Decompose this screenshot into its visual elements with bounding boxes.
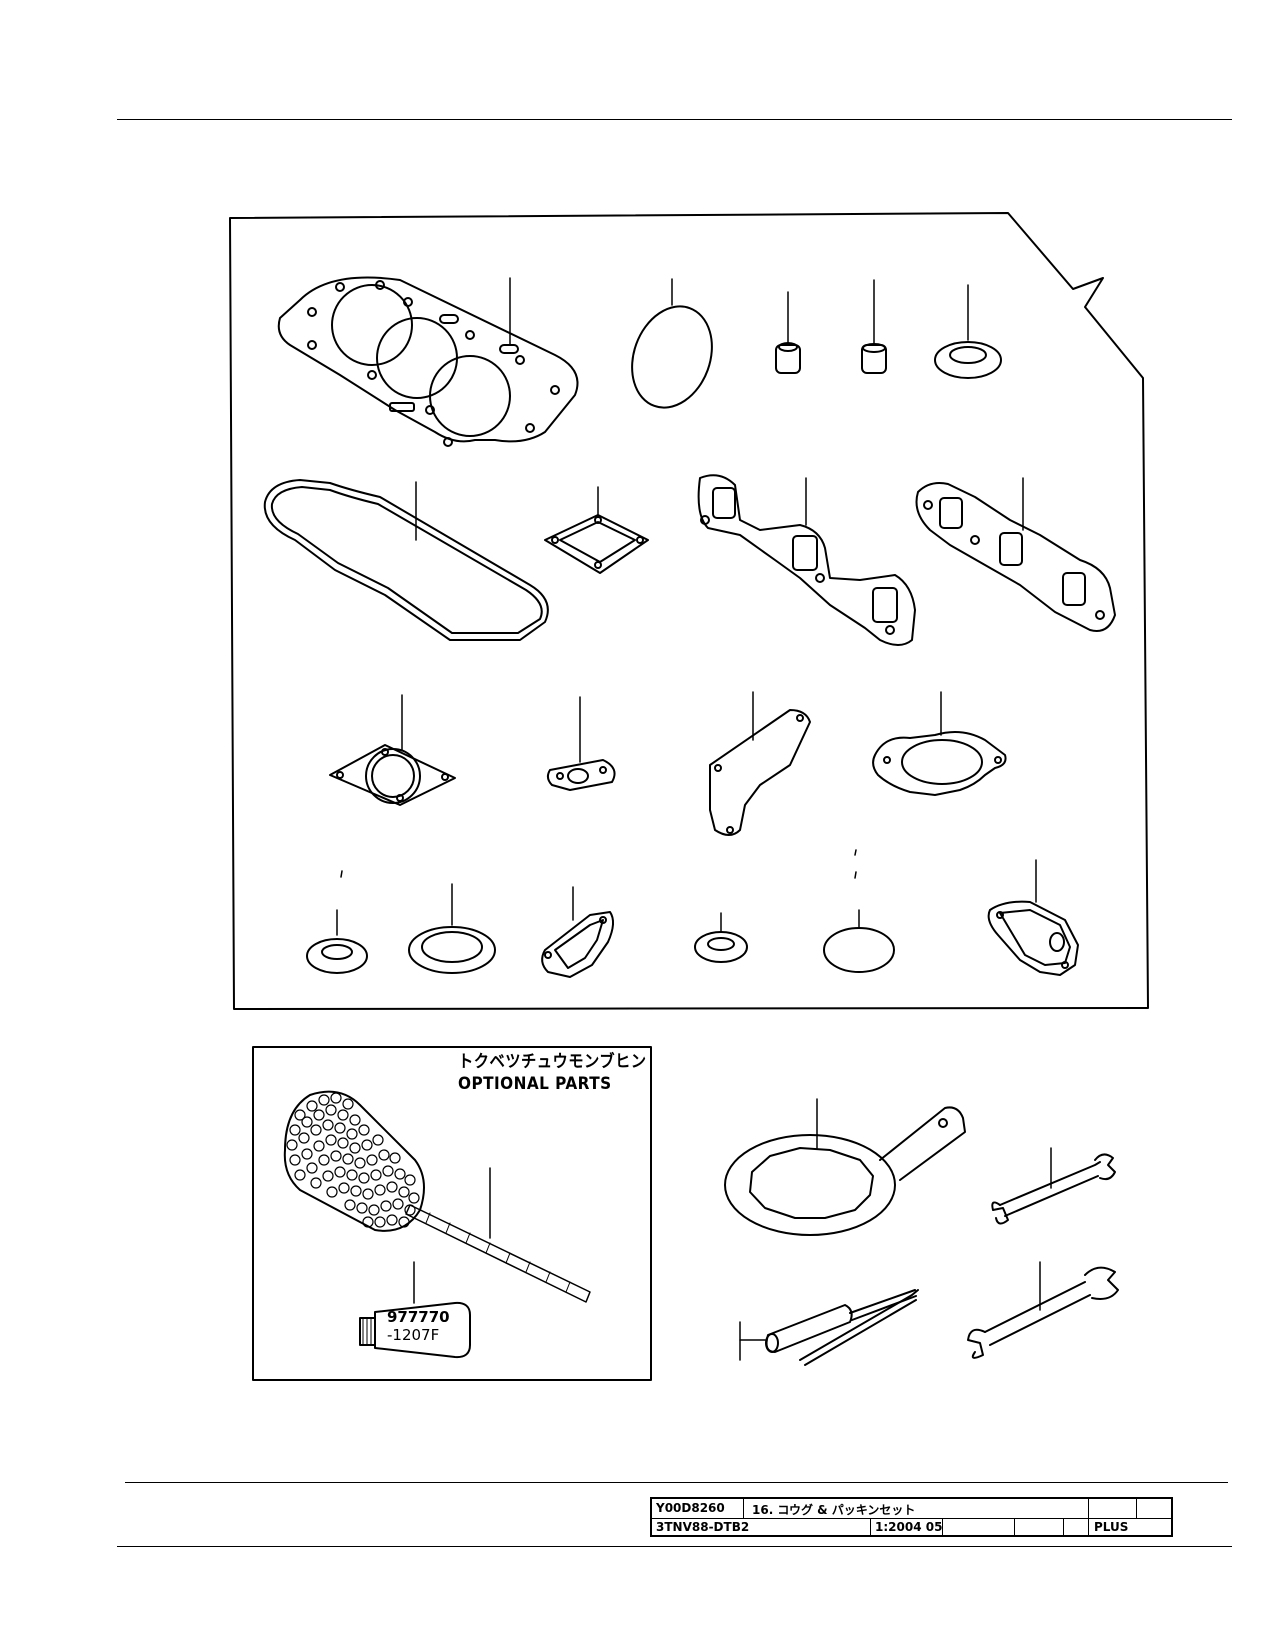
hone-brush xyxy=(283,1090,591,1303)
oil-pump-gasket xyxy=(546,696,616,791)
top-rule xyxy=(117,119,1232,120)
filter-wrench xyxy=(724,1098,966,1236)
bushing xyxy=(861,279,887,374)
washer-small-a xyxy=(306,870,368,974)
o-ring-large xyxy=(823,849,895,973)
issue-date: 1:2004 05 xyxy=(875,1520,943,1534)
exhaust-manifold-gasket xyxy=(915,477,1116,632)
edition: PLUS xyxy=(1094,1520,1129,1534)
valve-cover-gasket xyxy=(263,479,549,641)
water-pump-gasket xyxy=(709,691,811,836)
footer-rule-top xyxy=(125,1482,1228,1483)
gasket-set-frame xyxy=(229,212,1149,1010)
wrench-small xyxy=(991,1147,1116,1225)
wrench-large xyxy=(967,1261,1119,1359)
screwdriver xyxy=(739,1289,919,1366)
sealant-tube xyxy=(359,1261,471,1359)
section-title: 16. コウグ & パッキンセット xyxy=(752,1503,916,1517)
sealing-washer xyxy=(934,284,1002,379)
o-ring xyxy=(631,278,713,409)
valve-stem-seal xyxy=(775,291,801,374)
engine-model: 3TNV88-DTB2 xyxy=(656,1520,750,1534)
drawing-number: Y00D8260 xyxy=(656,1501,725,1515)
water-outlet-gasket xyxy=(987,859,1079,976)
washer-small-b xyxy=(694,912,748,963)
optional-parts-frame xyxy=(252,1046,652,1381)
flange-gasket xyxy=(872,691,1007,796)
thermostat-cover-gasket xyxy=(541,886,614,978)
optional-parts-heading-en: OPTIONAL PARTS xyxy=(458,1074,612,1094)
intake-manifold-gasket xyxy=(697,474,916,646)
thermostat-gasket xyxy=(544,486,649,574)
exhaust-outlet-gasket xyxy=(329,694,456,806)
washer-large xyxy=(408,883,496,974)
cylinder-head-gasket xyxy=(277,276,579,447)
sealant-tube-label-2: -1207F xyxy=(387,1326,440,1344)
title-block: Y00D8260 16. コウグ & パッキンセット 3TNV88-DTB2 1… xyxy=(650,1497,1173,1537)
sealant-tube-label-1: 977770 xyxy=(387,1308,450,1326)
footer-rule-bottom xyxy=(117,1546,1232,1547)
optional-parts-heading-jp: トクベツチュウモンブヒン xyxy=(458,1052,647,1072)
